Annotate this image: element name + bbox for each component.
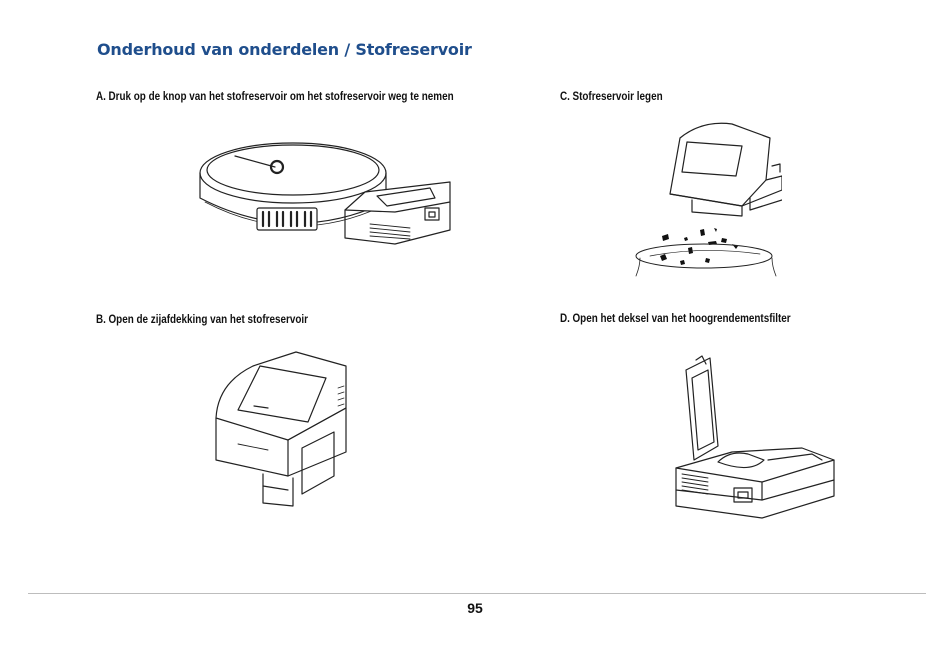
footer-rule — [28, 593, 926, 594]
step-c-letter: C. — [560, 91, 570, 103]
step-d-text: Open het deksel van het hoogrendementsfi… — [572, 313, 791, 325]
step-c-text: Stofreservoir legen — [572, 91, 663, 103]
step-a-label: A.Druk op de knop van het stofreservoir … — [96, 91, 454, 103]
step-a-letter: A. — [96, 91, 106, 103]
step-b-text: Open de zijafdekking van het stofreservo… — [108, 314, 308, 326]
step-d-label: D.Open het deksel van het hoogrendements… — [560, 313, 791, 325]
step-c-label: C.Stofreservoir legen — [560, 91, 663, 103]
step-d-illustration — [672, 350, 842, 520]
step-b-illustration — [208, 348, 353, 508]
step-a-text: Druk op de knop van het stofreservoir om… — [108, 91, 454, 103]
page-number: 95 — [467, 600, 483, 616]
step-b-label: B.Open de zijafdekking van het stofreser… — [96, 314, 308, 326]
page-title: Onderhoud van onderdelen / Stofreservoir — [97, 40, 472, 59]
step-d-letter: D. — [560, 313, 570, 325]
step-c-illustration — [632, 116, 782, 278]
step-a-illustration — [195, 140, 457, 250]
step-b-letter: B. — [96, 314, 106, 326]
